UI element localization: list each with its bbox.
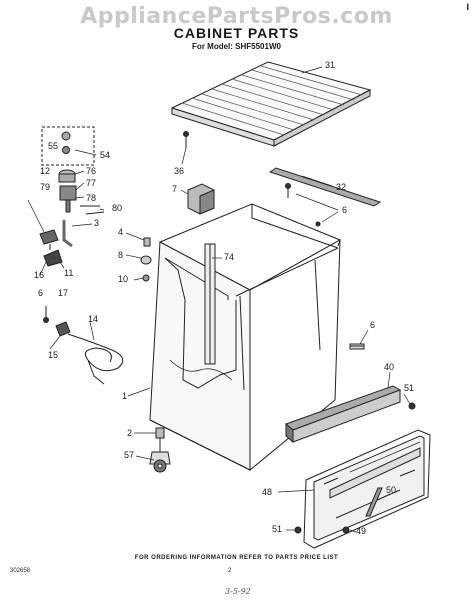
callout-74: 74: [224, 252, 235, 262]
toe-kick-bracket-part: [285, 385, 402, 444]
callout-12: 12: [40, 166, 51, 176]
callout-11: 11: [64, 268, 74, 278]
callout-78: 78: [86, 193, 97, 203]
callout-51-bottom: 51: [272, 524, 283, 534]
callout-15: 15: [48, 350, 59, 360]
bracket-screw-part: [408, 402, 416, 410]
callout-leader-lines: [27, 66, 411, 533]
callout-4: 4: [118, 227, 124, 237]
page-title: CABINET PARTS: [173, 25, 300, 41]
watermark: AppliancePartsPros.com: [80, 4, 393, 29]
document-id: 302658: [10, 568, 31, 574]
callout-55: 55: [48, 141, 59, 151]
ordering-info-note: FOR ORDERING INFORMATION REFER TO PARTS …: [134, 555, 339, 561]
callout-32: 32: [336, 182, 347, 192]
callout-50: 50: [386, 485, 397, 495]
callout-6-right: 6: [370, 320, 376, 330]
callout-6-left: 6: [38, 288, 44, 298]
page-number: 2: [228, 568, 232, 574]
callout-8: 8: [118, 250, 124, 260]
callout-79: 79: [40, 182, 51, 192]
control-small-parts: [39, 126, 152, 385]
callout-57: 57: [124, 450, 135, 460]
callout-49: 49: [356, 526, 367, 536]
callout-77: 77: [86, 178, 97, 188]
callout-7: 7: [172, 184, 178, 194]
callout-40: 40: [384, 362, 395, 372]
screw-parts: [183, 131, 321, 227]
callout-1: 1: [122, 391, 128, 401]
caster-part: [149, 451, 171, 473]
callout-14: 14: [88, 314, 99, 324]
corner-mark: I: [466, 2, 469, 12]
callout-76: 76: [86, 166, 97, 176]
handwritten-note: 3-5-92: [225, 587, 251, 596]
access-panel-part: [303, 429, 431, 549]
callout-10: 10: [118, 274, 129, 284]
callout-54: 54: [100, 150, 111, 160]
callout-6-top: 6: [342, 205, 348, 215]
leveling-leg-part: [155, 427, 165, 452]
callout-51-right: 51: [404, 383, 415, 393]
callout-2: 2: [127, 428, 133, 438]
callout-31: 31: [325, 60, 336, 70]
panel-screw-parts: [294, 526, 350, 534]
rear-trim-part: [268, 167, 382, 207]
side-screw-part: [349, 343, 365, 350]
callout-3: 3: [94, 218, 100, 228]
callout-36: 36: [174, 166, 185, 176]
callout-17: 17: [58, 288, 69, 298]
callout-80: 80: [112, 203, 123, 213]
top-panel-part: [170, 61, 372, 147]
callout-48: 48: [262, 487, 273, 497]
bracket-part: [187, 183, 215, 215]
callout-16: 16: [34, 270, 45, 280]
model-number: For Model: SHF5501W0: [192, 42, 281, 51]
